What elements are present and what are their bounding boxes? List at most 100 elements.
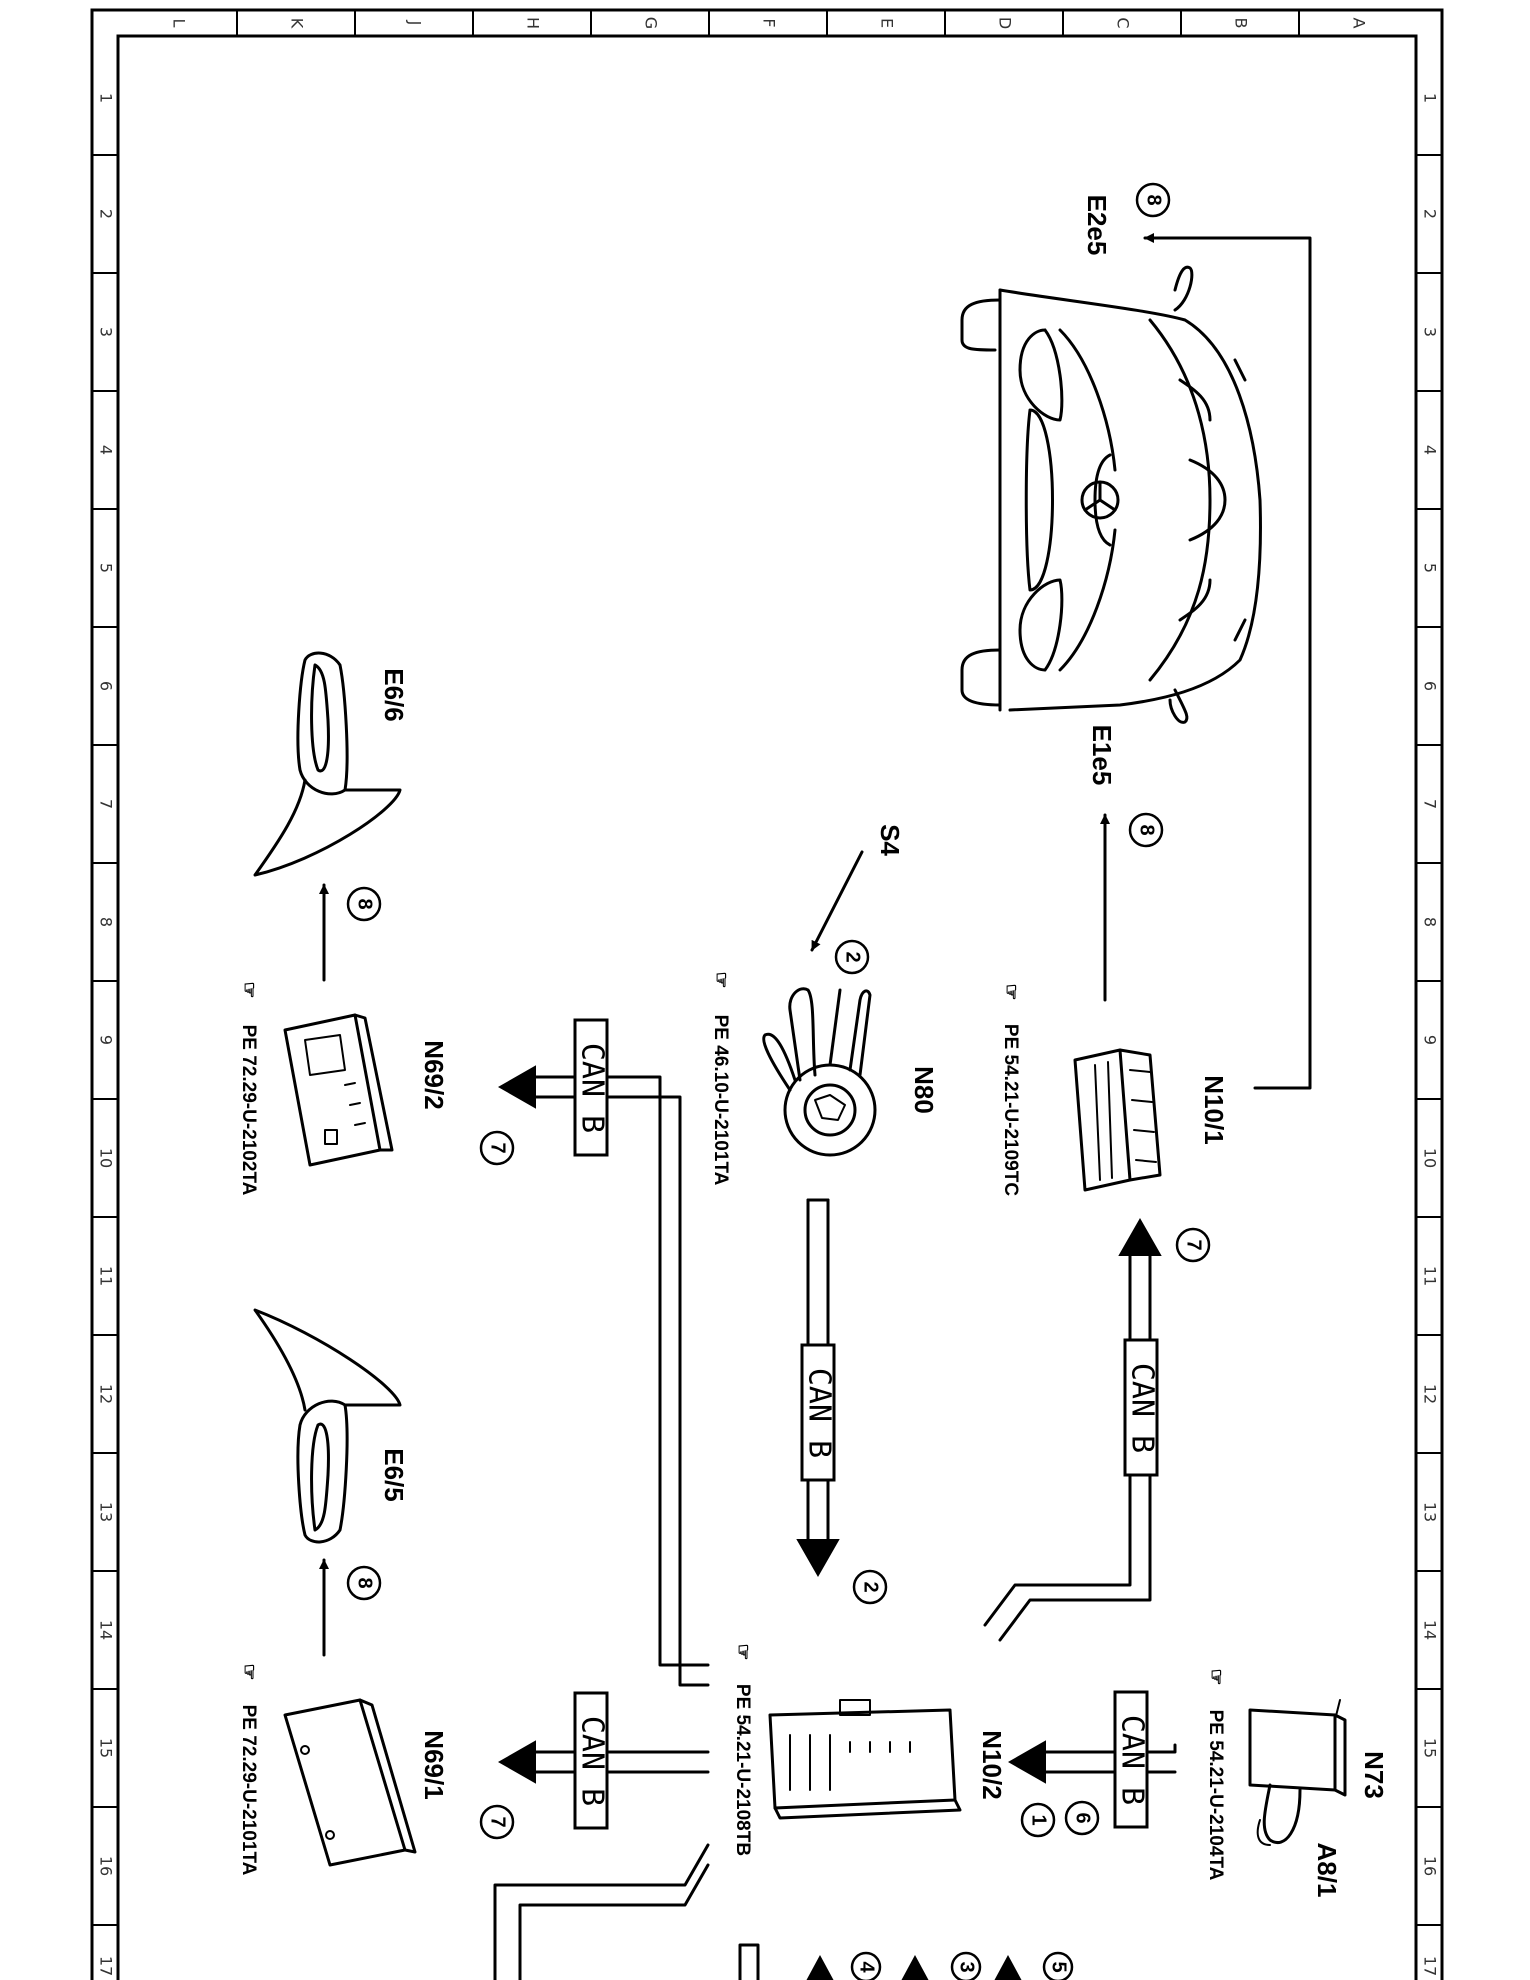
grid-letter: G — [642, 17, 661, 29]
grid-number: 1 — [1421, 93, 1440, 103]
callout-1: 1 — [1020, 1802, 1056, 1838]
grid-letters: L K J H G F E D C B A — [170, 17, 1369, 29]
wire-n10-1-to-e2e5 — [1143, 233, 1312, 1090]
svg-text:8: 8 — [1136, 824, 1158, 835]
callout-3: 3 — [950, 1951, 982, 1980]
can-b-label: CAN B — [802, 1368, 837, 1458]
grid-number: 17 — [1421, 1956, 1440, 1976]
ref-n69-1: PE 72.29-U-2101TA — [238, 1705, 259, 1876]
grid-number: 11 — [1421, 1266, 1440, 1286]
callout-2-s4: 2 — [834, 939, 870, 975]
arrow-3 — [901, 1955, 929, 1980]
grid-number: 12 — [1421, 1384, 1440, 1404]
grid-number: 15 — [97, 1738, 116, 1758]
callout-7-n69-1: 7 — [479, 1804, 515, 1840]
grid-number: 12 — [97, 1384, 116, 1404]
arrow-4 — [806, 1955, 834, 1980]
svg-text:8: 8 — [354, 898, 376, 909]
grid-number: 5 — [1421, 563, 1440, 573]
label-n10-1: N10/1 — [1199, 1075, 1229, 1144]
grid-number: 13 — [1421, 1502, 1440, 1522]
grid-number: 9 — [1421, 1035, 1440, 1045]
svg-text:2: 2 — [842, 951, 864, 962]
ref-n69-2: PE 72.29-U-2102TA — [238, 1025, 259, 1196]
callout-8-e2e5: 8 — [1135, 182, 1171, 218]
grid-letter: B — [1232, 18, 1251, 29]
ref-n69-2-icon: ☞ — [238, 981, 259, 998]
grid-letter: A — [1350, 18, 1369, 29]
callout-2-can: 2 — [852, 1569, 888, 1605]
grid-number: 11 — [97, 1266, 116, 1286]
arrow-5 — [994, 1955, 1022, 1980]
module-n69-2-illustration — [283, 1013, 394, 1167]
callout-4: 4 — [850, 1951, 882, 1980]
callout-5: 5 — [1042, 1951, 1074, 1980]
svg-text:8: 8 — [354, 1577, 376, 1588]
grid-numbers-left: 1 2 3 4 5 6 7 8 9 10 11 12 13 14 15 16 1… — [97, 93, 116, 1976]
svg-text:8: 8 — [1143, 194, 1165, 205]
grid-letter: C — [1114, 17, 1133, 28]
grid-number: 17 — [97, 1956, 116, 1976]
label-a8-1: A8/1 — [1312, 1843, 1342, 1898]
svg-text:6: 6 — [1072, 1812, 1094, 1823]
callout-8-e1e5: 8 — [1128, 812, 1164, 848]
inner-frame — [116, 34, 1418, 1980]
mirror-e6-5-illustration — [253, 1308, 402, 1544]
grid-number: 3 — [97, 327, 116, 337]
grid-ticks-sides — [92, 154, 1442, 1926]
ref-n73-icon: ☞ — [1205, 1668, 1226, 1685]
ref-n10-2: PE 54.21-U-2108TB — [732, 1684, 753, 1856]
ref-n10-2-icon: ☞ — [732, 1643, 753, 1660]
module-n10-2-illustration — [768, 1699, 962, 1820]
grid-number: 1 — [97, 93, 116, 103]
svg-text:1: 1 — [1028, 1814, 1050, 1825]
grid-number: 5 — [97, 563, 116, 573]
outer-frame — [90, 8, 1444, 1980]
svg-text:7: 7 — [1183, 1239, 1205, 1250]
callout-6: 6 — [1064, 1800, 1100, 1836]
can-bus-n80-to-n10-2: CAN B — [796, 1198, 840, 1578]
grid-number: 16 — [1421, 1856, 1440, 1876]
grid-letter: K — [288, 18, 307, 29]
grid-number: 7 — [1421, 799, 1440, 809]
pointer-s4 — [810, 850, 864, 952]
callout-8-e6-6: 8 — [346, 886, 382, 922]
label-e1e5: E1e5 — [1087, 725, 1117, 786]
grid-number: 7 — [97, 799, 116, 809]
ref-n10-1: PE 54.21-U-2109TC — [1000, 1024, 1021, 1196]
callout-7-n69-2: 7 — [479, 1130, 515, 1166]
grid-letter: L — [170, 19, 189, 28]
grid-number: 14 — [1421, 1620, 1440, 1640]
label-n80: N80 — [909, 1066, 939, 1114]
grid-number: 8 — [97, 917, 116, 927]
grid-letter: J — [406, 20, 425, 26]
can-bus-to-n69-1: CAN B — [497, 1691, 710, 1830]
steering-column-switch-illustration — [762, 987, 877, 1157]
grid-number: 6 — [1421, 681, 1440, 691]
grid-number: 4 — [97, 445, 116, 455]
grid-number: 14 — [97, 1620, 116, 1640]
grid-number: 6 — [97, 681, 116, 691]
label-n10-2: N10/2 — [977, 1730, 1007, 1799]
grid-number: 2 — [1421, 209, 1440, 219]
label-n69-2: N69/2 — [419, 1040, 449, 1109]
label-e6-5: E6/5 — [379, 1448, 409, 1502]
callout-8-e6-5: 8 — [346, 1565, 382, 1601]
module-n69-1-illustration — [283, 1698, 417, 1867]
grid-ticks-top — [236, 10, 1300, 36]
mirror-e6-6-illustration — [253, 651, 402, 877]
ignition-switch-illustration — [1248, 1699, 1347, 1846]
can-b-label: CAN B — [1115, 1715, 1150, 1805]
can-b-label: CAN B — [575, 1043, 610, 1133]
grid-number: 4 — [1421, 445, 1440, 455]
label-e6-6: E6/6 — [379, 668, 409, 722]
grid-letter: E — [878, 18, 897, 28]
label-s4: S4 — [875, 824, 905, 856]
svg-text:4: 4 — [856, 1961, 878, 1973]
grid-number: 10 — [97, 1148, 116, 1168]
grid-number: 10 — [1421, 1148, 1440, 1168]
svg-text:3: 3 — [956, 1961, 978, 1972]
svg-text:7: 7 — [487, 1142, 509, 1153]
label-n73: N73 — [1359, 1751, 1389, 1799]
